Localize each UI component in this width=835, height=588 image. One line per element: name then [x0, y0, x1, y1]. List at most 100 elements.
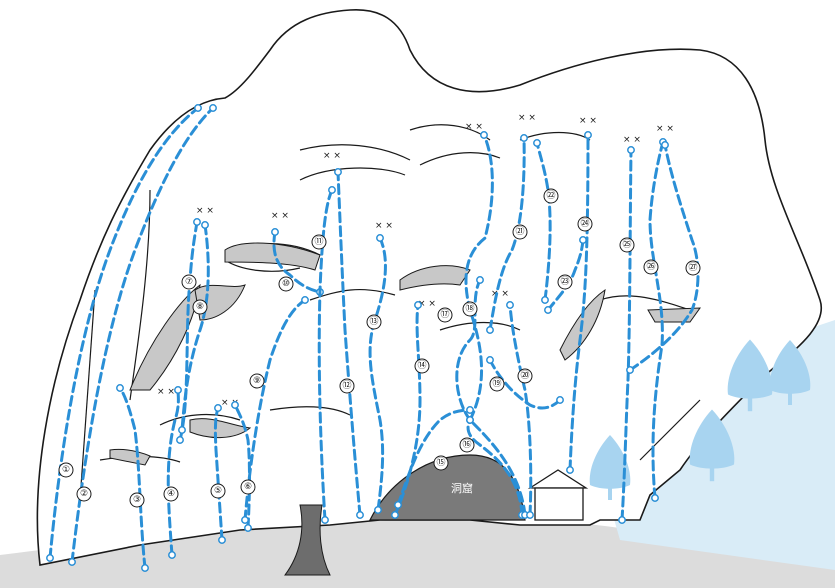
svg-text:⑫: ⑫ — [342, 380, 351, 391]
route-endpoint-4-end — [174, 386, 182, 394]
svg-text:㉗: ㉗ — [688, 262, 697, 273]
route-endpoint-23-start — [544, 306, 552, 314]
route-endpoint-1-end — [194, 104, 202, 112]
route-endpoint-3-start — [141, 564, 149, 572]
route-endpoint-10-start — [271, 228, 279, 236]
route-label-15[interactable]: ⑮ — [433, 455, 449, 471]
route-label-10[interactable]: ⑩ — [278, 276, 294, 292]
route-label-17[interactable]: ⑰ — [437, 307, 453, 323]
svg-text:⑯: ⑯ — [462, 439, 471, 450]
route-line-11 — [317, 188, 334, 522]
route-endpoint-12-start — [356, 511, 364, 519]
route-endpoint-5-start — [218, 536, 226, 544]
tree-trunk — [284, 504, 331, 576]
route-endpoint-18-start — [466, 416, 474, 424]
anchor-marker: × × — [656, 124, 674, 134]
route-label-4[interactable]: ④ — [163, 486, 179, 502]
route-endpoint-20-end — [506, 301, 514, 309]
route-label-16[interactable]: ⑯ — [459, 437, 475, 453]
svg-text:⑰: ⑰ — [440, 309, 449, 320]
route-label-9[interactable]: ⑨ — [249, 373, 265, 389]
route-label-26[interactable]: ㉖ — [643, 259, 659, 275]
route-endpoint-24-end — [584, 131, 592, 139]
route-label-13[interactable]: ⑬ — [366, 314, 382, 330]
svg-text:⑦: ⑦ — [185, 277, 193, 287]
svg-text:㉑: ㉑ — [515, 226, 524, 237]
route-endpoint-19-start — [486, 356, 494, 364]
snow-tree-icon — [689, 409, 735, 482]
route-label-2[interactable]: ② — [76, 486, 92, 502]
route-line-20 — [508, 303, 533, 517]
route-endpoint-22-end — [533, 139, 541, 147]
route-endpoint-24-start — [566, 466, 574, 474]
svg-text:②: ② — [80, 489, 88, 499]
svg-text:③: ③ — [133, 495, 141, 505]
rock-shading — [109, 242, 701, 466]
svg-text:⑲: ⑲ — [492, 378, 501, 389]
svg-text:⑩: ⑩ — [282, 279, 290, 289]
svg-text:⑨: ⑨ — [253, 376, 261, 386]
route-label-7[interactable]: ⑦ — [181, 274, 197, 290]
route-line-10 — [272, 230, 322, 294]
route-line-18 — [464, 133, 494, 422]
anchor-marker: × × — [491, 289, 509, 299]
route-endpoint-18-end — [480, 131, 488, 139]
route-label-19[interactable]: ⑲ — [489, 376, 505, 392]
snow-tree-icon — [589, 435, 631, 500]
svg-text:⑳: ⑳ — [520, 370, 529, 381]
svg-text:㉕: ㉕ — [622, 239, 631, 250]
route-label-14[interactable]: ⑭ — [414, 358, 430, 374]
route-endpoint-5-end — [214, 404, 222, 412]
anchors: × ×× ×× ×× ×× ×× ×× ×× ×× ×× ×× ×× ×× × — [157, 113, 674, 408]
route-line-24 — [568, 133, 590, 472]
route-endpoint-21-end — [520, 134, 528, 142]
route-line-21 — [488, 136, 526, 332]
route-line-8 — [180, 223, 210, 432]
route-line-26 — [648, 140, 665, 500]
hut — [527, 469, 589, 521]
route-label-25[interactable]: ㉕ — [619, 237, 635, 253]
snow-tree-icon — [727, 339, 773, 412]
route-label-27[interactable]: ㉗ — [685, 260, 701, 276]
route-label-3[interactable]: ③ — [129, 492, 145, 508]
route-label-23[interactable]: ㉓ — [557, 274, 573, 290]
route-endpoint-27-start — [626, 366, 634, 374]
route-label-20[interactable]: ⑳ — [517, 368, 533, 384]
svg-text:①: ① — [62, 465, 70, 475]
route-endpoint-13-end — [374, 506, 382, 514]
route-lines — [46, 104, 700, 572]
route-line-25 — [620, 148, 633, 522]
route-endpoint-26-start — [651, 494, 659, 502]
svg-text:⑬: ⑬ — [369, 316, 378, 327]
route-label-21[interactable]: ㉑ — [512, 224, 528, 240]
route-label-1[interactable]: ① — [58, 462, 74, 478]
svg-text:⑱: ⑱ — [465, 303, 474, 314]
route-line-23 — [546, 238, 585, 312]
route-endpoint-1-start — [46, 554, 54, 562]
route-endpoint-7-start — [176, 436, 184, 444]
route-endpoint-6-end — [231, 401, 239, 409]
anchor-marker: × × — [271, 211, 289, 221]
anchor-marker: × × — [196, 206, 214, 216]
route-label-5[interactable]: ⑤ — [210, 483, 226, 499]
route-endpoint-20-start — [526, 511, 534, 519]
route-label-18[interactable]: ⑱ — [462, 301, 478, 317]
route-label-22[interactable]: ㉒ — [543, 188, 559, 204]
route-endpoint-9-start — [241, 516, 249, 524]
route-label-11[interactable]: ⑪ — [311, 234, 327, 250]
route-label-24[interactable]: ㉔ — [577, 216, 593, 232]
route-endpoint-17-end — [476, 276, 484, 284]
route-endpoint-8-start — [201, 221, 209, 229]
route-line-6 — [233, 403, 251, 530]
route-line-5 — [213, 406, 224, 542]
anchor-marker: × × — [623, 135, 641, 145]
route-endpoint-23-end — [579, 236, 587, 244]
route-label-8[interactable]: ⑧ — [192, 299, 208, 315]
route-label-12[interactable]: ⑫ — [339, 378, 355, 394]
route-label-6[interactable]: ⑥ — [240, 479, 256, 495]
svg-text:⑪: ⑪ — [314, 236, 323, 247]
anchor-marker: × × — [465, 122, 483, 132]
route-endpoint-22-start — [541, 296, 549, 304]
